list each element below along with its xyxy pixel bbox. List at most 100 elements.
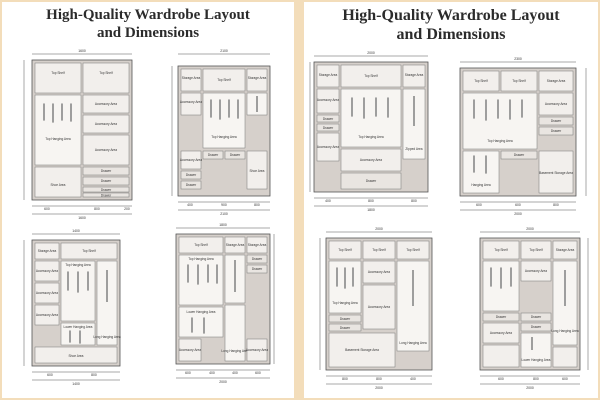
dim-overall-width: 1800	[219, 223, 227, 227]
label-drawer: Drawer	[208, 153, 219, 157]
label-accessory-area: Accessory Area	[36, 269, 58, 273]
label-storage-area: Storage Area	[405, 73, 424, 77]
label-drawer: Drawer	[101, 188, 112, 192]
dim-overall-width: 2300	[514, 57, 522, 61]
label-accessory-area: Accessory Area	[317, 98, 339, 102]
label-top-hanging-area: Top Hanging Area	[45, 137, 71, 141]
label-top-shelf: Top Shelf	[529, 248, 542, 252]
label-accessory-area: Accessory Area	[180, 100, 202, 104]
dim-bottom-part: 600	[47, 373, 53, 377]
label-top-shelf: Top Shelf	[82, 249, 95, 253]
dim-bottom-part: 800	[553, 203, 559, 207]
dim-bottom-part: 600	[255, 371, 261, 375]
wardrobe-diagram-tl: 1600 Top Shelf Top Shelf Accessory Area …	[23, 49, 133, 220]
right-diagrams-svg: 2000 Storage Area Top Shelf Storage Area…	[309, 51, 589, 390]
label-top-hanging-area: Top Hanging Area	[188, 257, 214, 261]
dim-overall-width: 2100	[220, 49, 228, 53]
label-drawer: Drawer	[186, 183, 197, 187]
label-top-hanging-area: Top Hanging Area	[211, 135, 237, 139]
label-long-hanging-area: Long Hanging Area	[551, 329, 579, 333]
dim-bottom-part: 600	[185, 371, 191, 375]
label-basement-storage-area: Basement Storage Area	[345, 348, 379, 352]
label-drawer: Drawer	[323, 117, 334, 121]
dim-bottom-part: 800	[376, 377, 382, 381]
label-drawer: Drawer	[531, 325, 542, 329]
dim-overall-width: 2000	[526, 227, 534, 231]
label-top-hanging-area: Top Hanging Area	[358, 135, 384, 139]
label-hanging-area: Hanging Area	[471, 183, 491, 187]
dim-bottom-part: 800	[342, 377, 348, 381]
label-top-shelf: Top Shelf	[494, 248, 507, 252]
dim-bottom-part: 400	[232, 371, 238, 375]
label-storage-area: Storage Area	[38, 249, 57, 253]
label-long-hanging-area: Long Hanging Area	[399, 341, 427, 345]
dim-bottom-part: 400	[325, 199, 331, 203]
wardrobe-diagram-bl: 2000 Top Shelf Top Shelf Top Shelf Acces…	[319, 227, 433, 390]
label-accessory-area: Accessory Area	[525, 269, 547, 273]
label-accessory-area: Accessory Area	[95, 148, 117, 152]
label-storage-area: Storage Area	[248, 76, 267, 80]
title-line-2: and Dimensions	[96, 25, 200, 41]
label-accessory-area: Accessory Area	[490, 331, 512, 335]
label-top-shelf: Top Shelf	[338, 248, 351, 252]
wardrobe-diagram-br: 1800 Top Shelf Storage Area Storage Area…	[175, 223, 275, 384]
label-top-shelf: Top Shelf	[406, 248, 419, 252]
label-shoe-area: Shoe Area	[250, 169, 265, 173]
wardrobe-diagram-tr: 2100 Storage Area Top Shelf Storage Area…	[171, 49, 271, 216]
label-storage-area: Storage Area	[182, 76, 201, 80]
label-storage-area: Storage Area	[556, 248, 575, 252]
dim-bottom-part: 800	[94, 207, 100, 211]
dim-bottom-total: 2000	[526, 386, 534, 390]
label-accessory-area: Accessory Area	[246, 348, 268, 352]
dim-overall-width: 2000	[367, 51, 375, 55]
panel-title: High-Quality Wardrobe Layout and Dimensi…	[304, 6, 598, 44]
dim-bottom-part: 800	[533, 377, 539, 381]
right-panel: High-Quality Wardrobe Layout and Dimensi…	[304, 2, 598, 398]
dim-bottom-total: 2100	[220, 212, 228, 216]
label-shoe-area: Shoe Area	[69, 354, 84, 358]
label-top-shelf: Top Shelf	[364, 74, 377, 78]
dim-bottom-part: 800	[91, 373, 97, 377]
dim-bottom-part: 600	[44, 207, 50, 211]
label-drawer: Drawer	[101, 169, 112, 173]
label-drawer: Drawer	[366, 179, 377, 183]
dim-bottom-part: 800	[368, 199, 374, 203]
label-accessory-area: Accessory Area	[368, 305, 390, 309]
dim-bottom-part: 400	[187, 203, 193, 207]
label-accessory-area: Accessory Area	[317, 145, 339, 149]
dim-bottom-total: 2000	[514, 212, 522, 216]
label-accessory-area: Accessory Area	[95, 122, 117, 126]
label-drawer: Drawer	[496, 315, 507, 319]
dim-bottom-total: 2000	[219, 380, 227, 384]
label-top-hanging-area: Top Hanging Area	[65, 263, 91, 267]
label-top-shelf: Top Shelf	[51, 71, 64, 75]
dim-bottom-total: 2000	[375, 386, 383, 390]
label-lower-hanging-area: Lower Hanging Area	[522, 358, 551, 362]
label-accessory-area: Accessory Area	[180, 158, 202, 162]
label-top-hanging-area: Top Hanging Area	[332, 301, 358, 305]
label-storage-area: Storage Area	[547, 79, 566, 83]
dim-bottom-total: 1800	[367, 208, 375, 212]
label-top-shelf: Top Shelf	[217, 78, 230, 82]
label-storage-area: Storage Area	[226, 243, 245, 247]
label-accessory-area: Accessory Area	[36, 291, 58, 295]
title-line-1: High-Quality Wardrobe Layout	[46, 7, 250, 23]
label-basement-storage-area: Basement Storage Area	[539, 171, 573, 175]
label-drawer: Drawer	[252, 267, 263, 271]
label-drawer: Drawer	[252, 257, 263, 261]
title-line-1: High-Quality Wardrobe Layout	[342, 7, 560, 24]
dim-overall-width: 1600	[78, 49, 86, 53]
label-drawer: Drawer	[551, 119, 562, 123]
left-diagrams-svg: 1600 Top Shelf Top Shelf Accessory Area …	[23, 49, 275, 386]
wardrobe-diagram-tl: 2000 Storage Area Top Shelf Storage Area…	[309, 51, 429, 212]
label-top-shelf: Top Shelf	[194, 243, 207, 247]
wardrobe-diagram-bl: 1400 Storage Area Top Shelf Top Hanging …	[23, 229, 121, 386]
label-accessory-area: Accessory Area	[545, 102, 567, 106]
dim-bottom-part: 600	[498, 377, 504, 381]
dim-bottom-total: 1400	[72, 382, 80, 386]
label-accessory-area: Accessory Area	[95, 102, 117, 106]
label-long-hanging-area: Long Hanging Area	[221, 349, 249, 353]
dim-bottom-part: 400	[410, 377, 416, 381]
label-lower-hanging-area: Lower Hanging Area	[64, 325, 93, 329]
label-drawer: Drawer	[340, 317, 351, 321]
